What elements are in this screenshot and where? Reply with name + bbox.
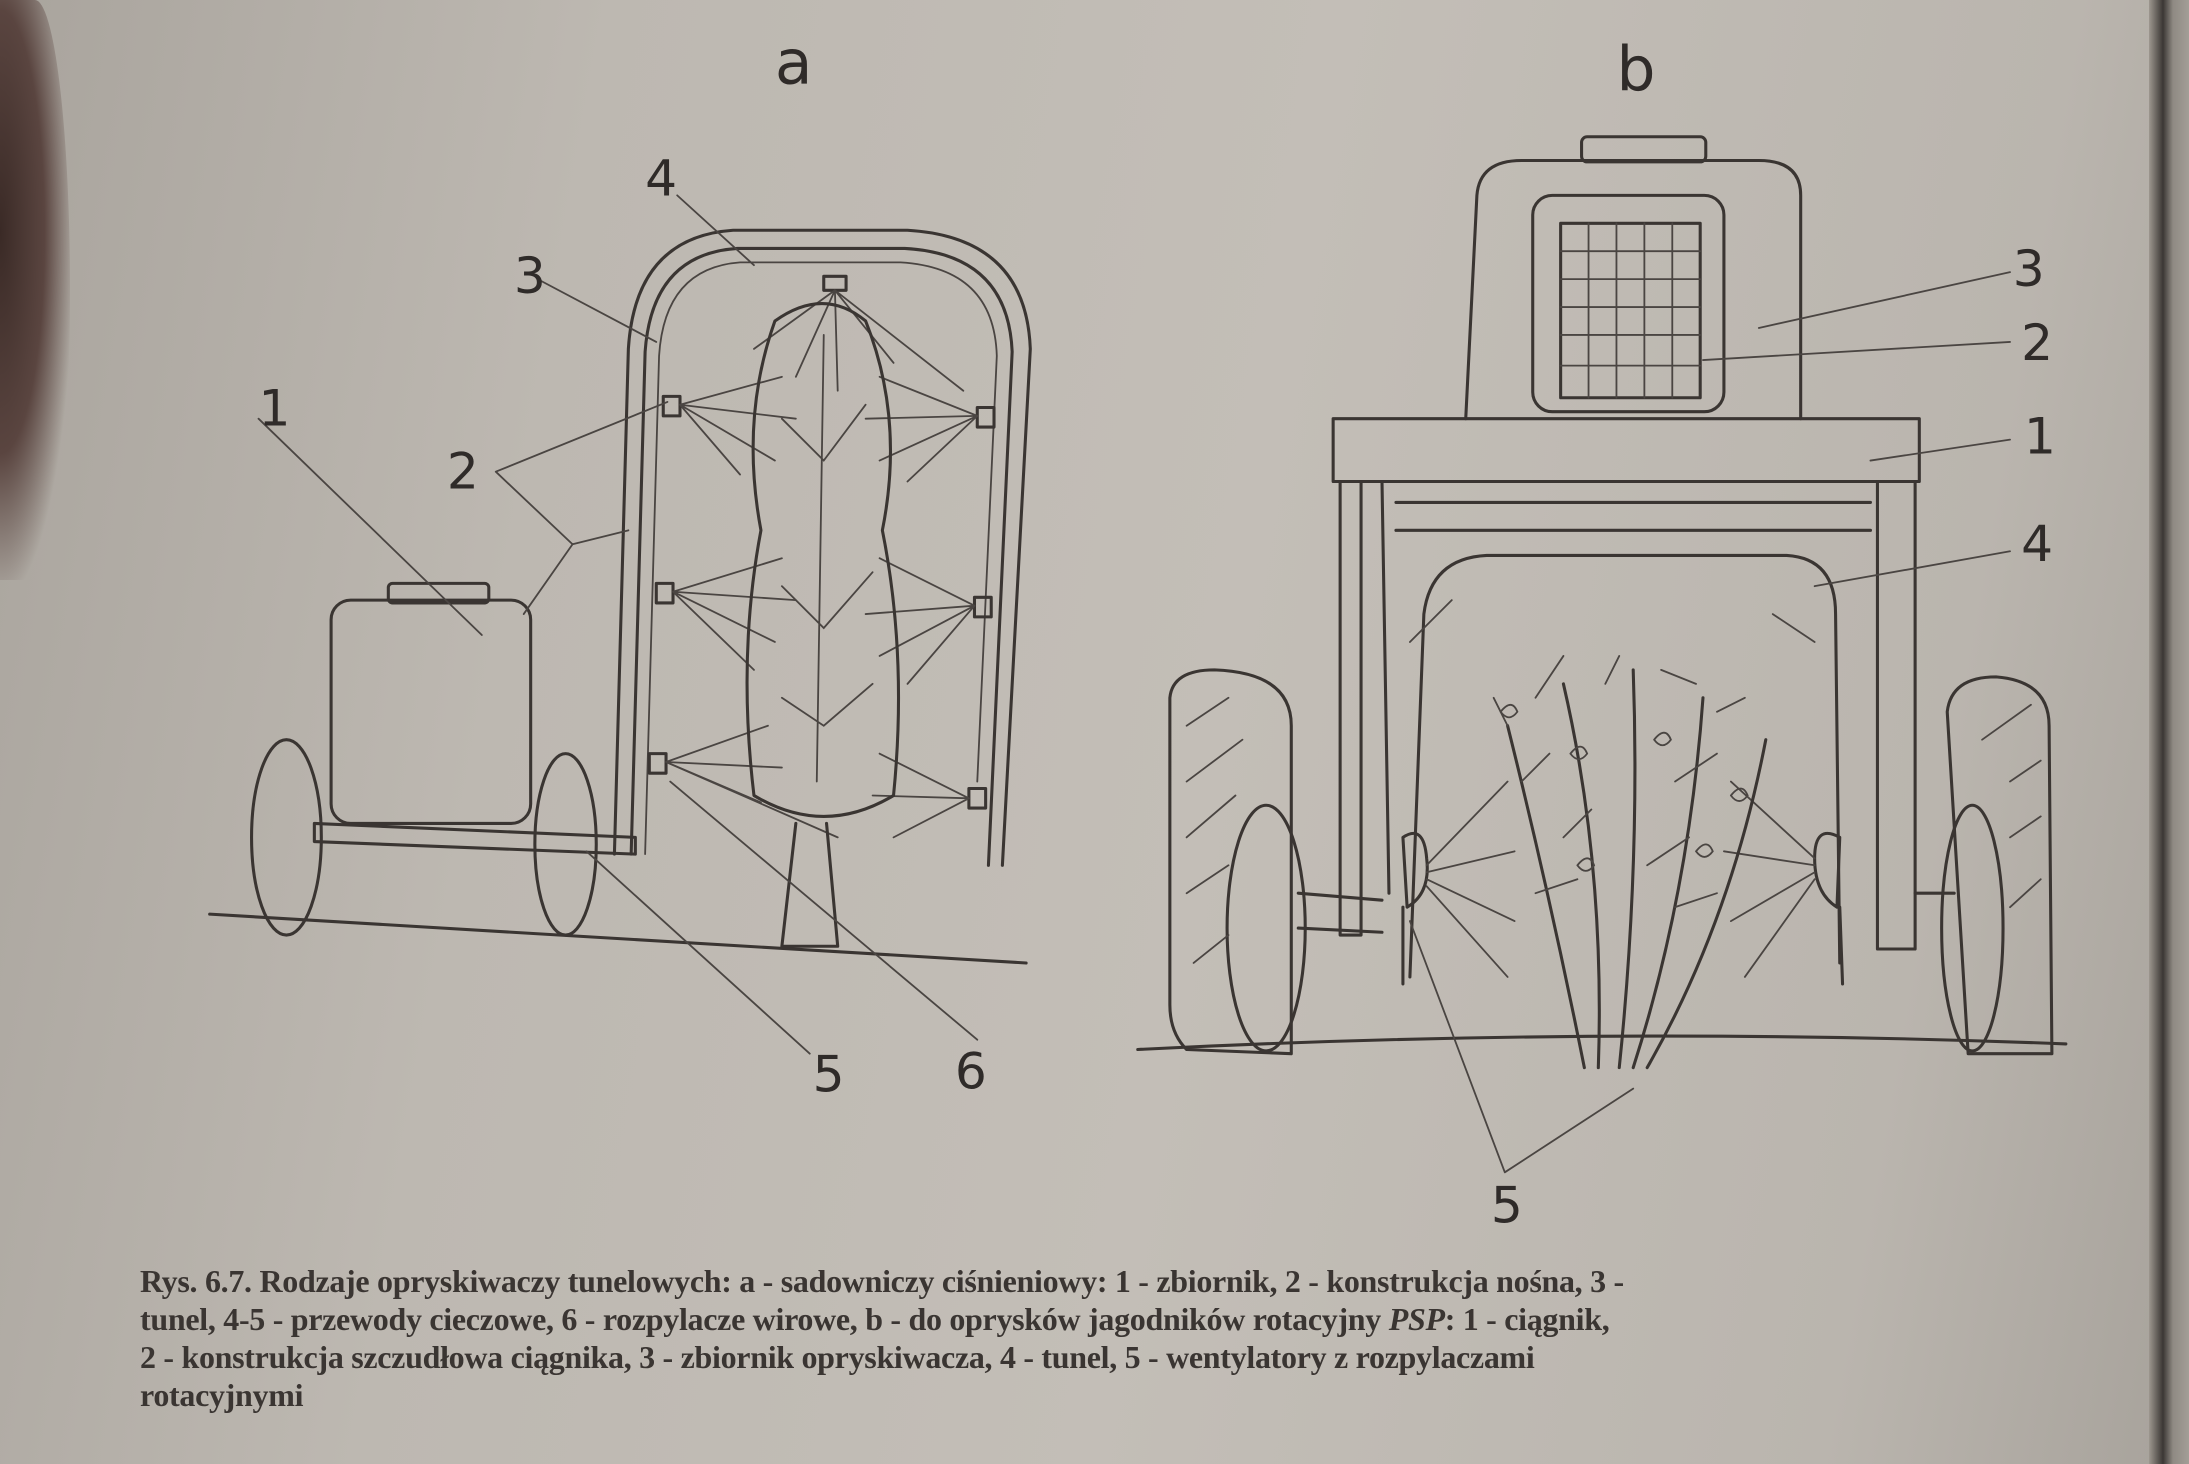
- wheel-right: [533, 752, 598, 937]
- panel-b-berry-sprayer: b: [1136, 35, 2068, 1235]
- figure-caption: Rys. 6.7. Rodzaje opryskiwaczy tunelowyc…: [140, 1262, 2060, 1414]
- berry-bush: [1492, 655, 1768, 1070]
- callout-a-6: 6: [955, 1042, 987, 1101]
- panel-b-label: b: [1616, 35, 1655, 106]
- callout-b-2: 2: [2021, 313, 2053, 372]
- callout-b-5: 5: [1491, 1176, 1523, 1235]
- fans: [1401, 831, 1845, 986]
- tank: [329, 581, 533, 825]
- callout-a-5: 5: [813, 1044, 845, 1103]
- callout-b-3: 3: [2013, 239, 2045, 298]
- tree: [745, 302, 901, 948]
- callout-b-4: 4: [2021, 514, 2053, 573]
- trailer-frame: [312, 821, 637, 856]
- wheel-left: [250, 738, 323, 937]
- callout-a-2: 2: [447, 441, 479, 500]
- callout-a-4: 4: [645, 148, 677, 207]
- caption-line-2-text: tunel, 4-5 - przewody cieczowe, 6 - rozp…: [140, 1301, 1381, 1337]
- finger-shadow: [0, 0, 70, 580]
- caption-line-3: 2 - konstrukcja szczudłowa ciągnika, 3 -…: [140, 1339, 1535, 1375]
- callout-a-3: 3: [514, 246, 546, 305]
- spray-tank: [1464, 135, 1803, 421]
- panel-a-orchard-sprayer: a: [208, 28, 1032, 1103]
- callout-a-1: 1: [259, 379, 291, 438]
- tunnel-arch: [612, 228, 1032, 867]
- spray-jets: [665, 289, 979, 839]
- caption-psp: PSP: [1388, 1301, 1445, 1337]
- caption-line-4: rotacyjnymi: [140, 1377, 304, 1413]
- callout-leaders-a: [257, 194, 979, 1055]
- fan-spray: [1409, 599, 1816, 978]
- page-edge: [2149, 0, 2189, 1464]
- tunnel: [1408, 553, 1842, 979]
- caption-line-2: tunel, 4-5 - przewody cieczowe, 6 - rozp…: [140, 1300, 2060, 1338]
- callout-leaders-b: [1409, 271, 2011, 1174]
- callout-b-1: 1: [2024, 407, 2056, 466]
- caption-line-1: Rys. 6.7. Rodzaje opryskiwaczy tunelowyc…: [140, 1263, 1624, 1299]
- caption-line-2-end: : 1 - ciągnik,: [1444, 1301, 1610, 1337]
- panel-a-label: a: [775, 28, 813, 99]
- tractor-frame: [1296, 417, 1956, 951]
- ground-arc: [1136, 1034, 2068, 1052]
- ground-line: [208, 912, 1028, 965]
- nozzles: [647, 274, 996, 810]
- wheels-b: [1168, 668, 2054, 1056]
